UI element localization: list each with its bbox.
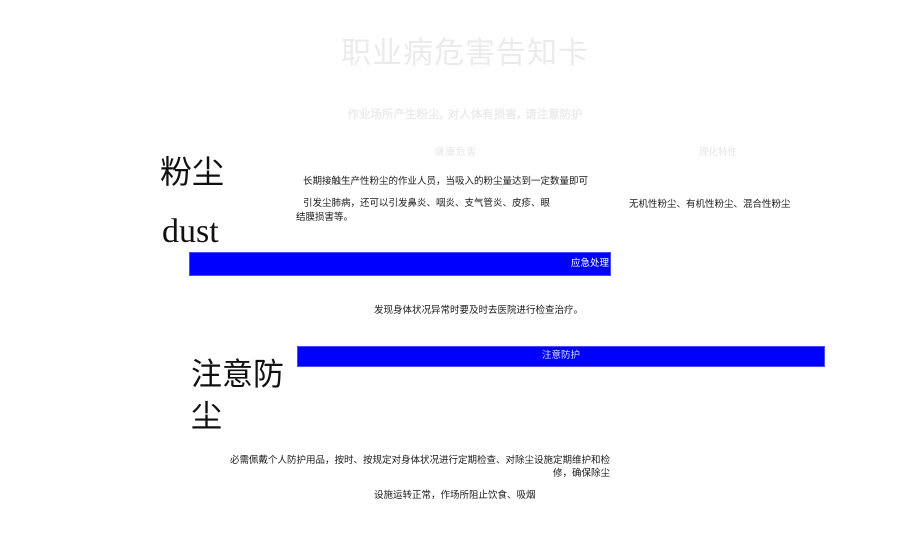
emergency-text: 发现身体状况异常时要及时去医院进行检查治疗。 (374, 305, 584, 316)
health-hazard-header: 健康危害 (435, 147, 478, 158)
physchem-text: 无机性粉尘、有机性粉尘、混合性粉尘 (629, 199, 791, 210)
page-title: 职业病危害告知卡 (341, 36, 589, 71)
protection-text-line3: 设施运转正常，作场所阻止饮食、吸烟 (374, 490, 536, 501)
page-subtitle: 作业场所产生粉尘, 对人体有损害, 请注意防护 (347, 107, 583, 121)
health-hazard-text-line3: 结膜损害等。 (296, 212, 354, 223)
hazard-name-cn: 粉尘 (160, 153, 225, 191)
hazard-name-en: dust (162, 213, 219, 250)
emergency-bar-label: 应急处理 (570, 258, 609, 269)
protection-bar-label: 注意防护 (541, 350, 580, 361)
health-hazard-text-line1: 长期接触生产性粉尘的作业人员，当吸入的粉尘量达到一定数量即可 (303, 176, 589, 187)
protection-section-bar: 注意防护 (297, 346, 825, 367)
protection-text-line1: 必需佩戴个人防护用品，按时、按规定对身体状况进行定期检查、对除尘设施定期维护和检 (229, 455, 610, 466)
physchem-header: 理化特性 (699, 147, 738, 158)
attention-label: 注意防尘 (191, 357, 284, 435)
protection-text-line2: 修，确保除尘 (552, 468, 610, 479)
health-hazard-text-line2: 引发尘肺病，还可以引发鼻炎、咽炎、支气管炎、皮疹、眼 (303, 198, 551, 209)
emergency-section-bar: 应急处理 (189, 252, 611, 276)
